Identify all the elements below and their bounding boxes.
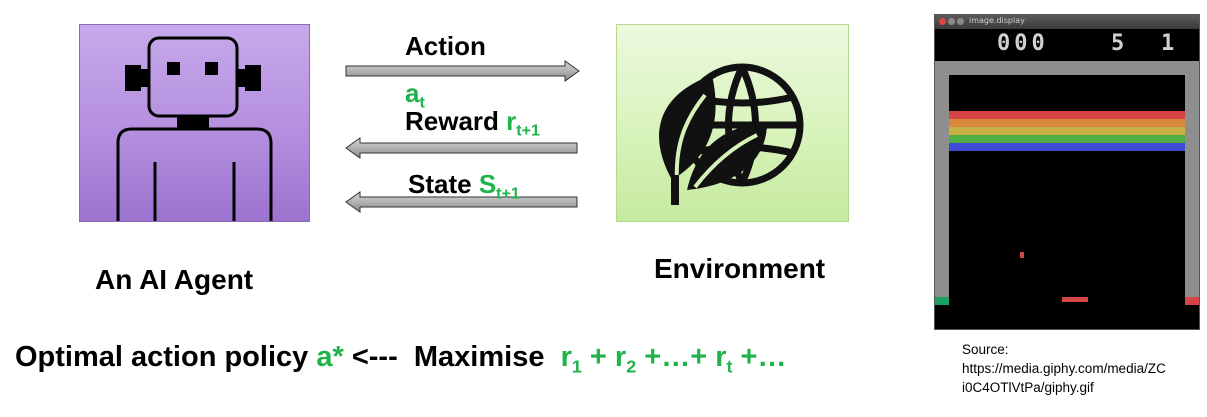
reward-label: Reward rt+1	[405, 106, 541, 140]
minimize-button[interactable]	[948, 18, 955, 25]
action-label: Action	[405, 31, 486, 61]
policy-equation: Optimal action policy a* <--- Maximise r…	[15, 341, 787, 377]
source-caption: Source: https://media.giphy.com/media/ZC…	[962, 340, 1166, 397]
action-arrow	[345, 60, 580, 82]
state-symbol: St+1	[478, 169, 520, 203]
right-wall	[1185, 61, 1199, 297]
left-wall	[935, 61, 949, 297]
right-wall-tip	[1185, 297, 1199, 305]
window-titlebar: image.display	[935, 15, 1199, 29]
top-wall	[935, 61, 1199, 75]
ball	[1020, 252, 1024, 258]
environment-label: Environment	[654, 253, 826, 284]
reward-symbol: rt+1	[506, 106, 541, 140]
brick-row	[949, 127, 1185, 135]
player-value: 1	[1161, 31, 1179, 56]
close-button[interactable]	[939, 18, 946, 25]
environment-box	[616, 24, 849, 222]
state-label: State St+1	[408, 169, 520, 203]
agent-box	[79, 24, 310, 222]
breakout-game-window: image.display 000 5 1	[934, 14, 1200, 330]
source-url-line-1: https://media.giphy.com/media/ZC	[962, 361, 1166, 376]
arrow-group	[345, 60, 580, 213]
reward-sum: r1 + r2 +…+ rt +…	[560, 341, 787, 377]
brick-row	[949, 135, 1185, 143]
state-arrow	[345, 191, 578, 213]
window-title: image.display	[969, 16, 1025, 25]
maximize-button[interactable]	[957, 18, 964, 25]
brick-row	[949, 111, 1185, 119]
reward-arrow	[345, 137, 578, 159]
source-url-line-2: i0C4OTlVtPa/giphy.gif	[962, 380, 1094, 395]
action-symbol: at	[405, 78, 425, 112]
agent-label: An AI Agent	[95, 264, 254, 295]
score-value: 000	[997, 31, 1049, 56]
globe-leaf-icon	[659, 63, 804, 205]
source-heading: Source:	[962, 342, 1009, 357]
lives-value: 5	[1111, 31, 1129, 56]
score-bar: 000 5 1	[935, 29, 1199, 61]
paddle	[1062, 297, 1088, 302]
robot-icon	[116, 36, 273, 221]
left-wall-tip	[935, 297, 949, 305]
brick-row	[949, 119, 1185, 127]
brick-row	[949, 143, 1185, 151]
